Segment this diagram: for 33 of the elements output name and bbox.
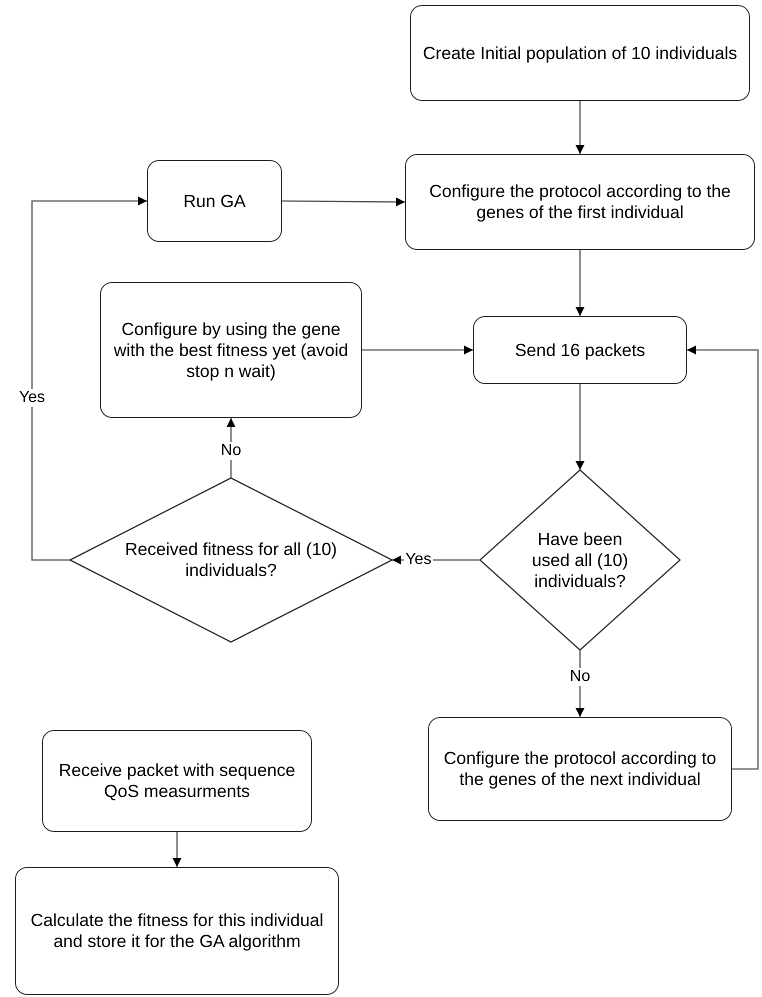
arrow xyxy=(31,196,147,561)
arrow xyxy=(576,101,584,154)
node-text: Configure the protocol according to the genes of the first individual xyxy=(428,181,732,223)
process-box xyxy=(100,282,362,418)
arrow xyxy=(362,346,473,354)
arrow xyxy=(172,832,182,867)
arrow xyxy=(576,650,584,717)
arrow xyxy=(687,346,759,770)
decision-diamond xyxy=(480,470,680,650)
process-box xyxy=(473,316,687,384)
process-box xyxy=(405,154,755,250)
node-text: Have been used all (10) individuals? xyxy=(530,528,630,592)
process-box xyxy=(147,160,282,242)
node-text: Send 16 packets xyxy=(514,340,646,360)
process-box xyxy=(428,717,732,821)
arrow xyxy=(576,384,584,470)
arrow xyxy=(282,197,405,206)
node-text: Configure by using the gene with the best fitness yet (avoid stop n wait) xyxy=(112,318,350,382)
node-text: Calculate the fitness for this individual and store it for the GA algorithm xyxy=(30,910,324,952)
node-text: Create Initial population of 10 individuals xyxy=(422,42,738,64)
node-text: Configure the protocol according to the genes of the next individual xyxy=(442,748,718,790)
node-text: Receive packet with sequence QoS measurments xyxy=(58,760,296,802)
edge-label: Yes xyxy=(18,389,46,408)
edge-label: No xyxy=(220,442,242,460)
decision-diamond xyxy=(70,478,392,642)
node-text: Run GA xyxy=(183,190,246,212)
process-box xyxy=(410,5,750,101)
node-text: Received fitness for all (10) individuals? xyxy=(124,539,338,581)
process-box xyxy=(42,730,312,832)
edge-label: No xyxy=(568,668,592,686)
arrow xyxy=(576,250,584,316)
process-box xyxy=(15,867,339,995)
arrow xyxy=(226,418,236,478)
